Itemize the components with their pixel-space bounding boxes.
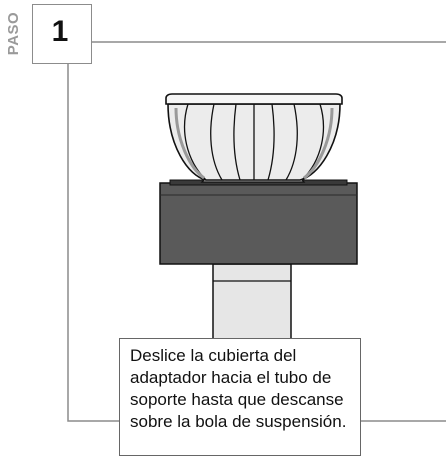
- support-tube-icon: [212, 263, 292, 345]
- frame-lines: [67, 41, 446, 422]
- adapter-block-icon: [159, 179, 358, 265]
- caption-line: adaptador hacia el tubo de: [130, 368, 332, 387]
- instruction-caption: Deslice la cubierta del adaptador hacia …: [119, 338, 361, 456]
- step-number-box: 1: [32, 4, 92, 64]
- caption-line: Deslice la cubierta del: [130, 346, 297, 365]
- step-number: 1: [51, 15, 69, 48]
- caption-line: sobre la bola de suspensión.: [130, 412, 347, 431]
- caption-line: soporte hasta que descanse: [130, 390, 344, 409]
- canopy-cover-icon: [165, 93, 343, 183]
